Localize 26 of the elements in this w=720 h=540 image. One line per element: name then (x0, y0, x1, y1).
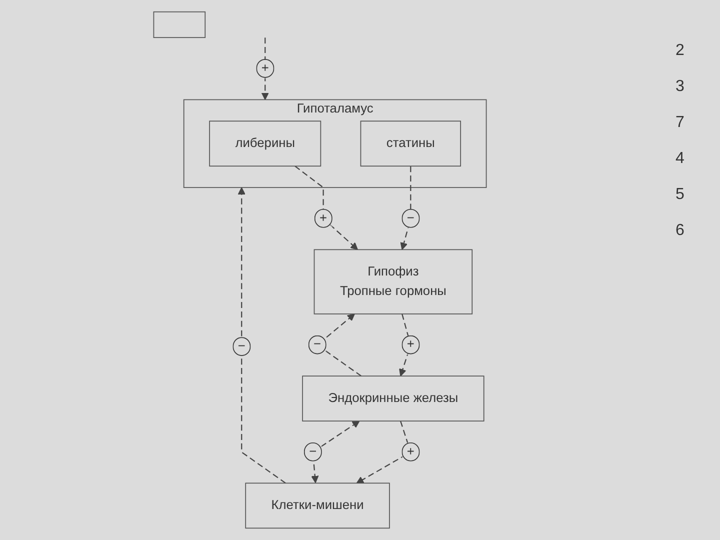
edge-label: + (406, 337, 414, 352)
node-box: Клетки-мишени (245, 482, 390, 529)
edge-label: − (406, 210, 414, 226)
edge-label: + (320, 210, 328, 226)
node-box: Эндокринные железы (302, 376, 484, 422)
node-box: либерины (209, 120, 322, 167)
callout-number: 7 (674, 113, 686, 133)
arrow (261, 38, 269, 100)
edge-label: + (406, 444, 414, 459)
node-box: статины (360, 120, 461, 167)
edge-label: − (314, 337, 322, 352)
arrow (400, 166, 412, 250)
arrow (399, 314, 412, 376)
arrow (294, 166, 358, 250)
edge-label: − (309, 444, 317, 459)
arrow (311, 420, 360, 484)
edge-label: + (261, 60, 269, 76)
callout-number: 3 (674, 77, 686, 97)
callout-number: 6 (674, 221, 686, 241)
node-box (153, 11, 206, 38)
arrow (238, 187, 286, 484)
edge-label: − (238, 338, 246, 354)
node-box: Гипофиз Тропные гормоны (314, 249, 473, 314)
callout-number: 5 (674, 185, 686, 205)
callout-number: 4 (674, 149, 686, 169)
callout-number: 2 (674, 41, 686, 61)
